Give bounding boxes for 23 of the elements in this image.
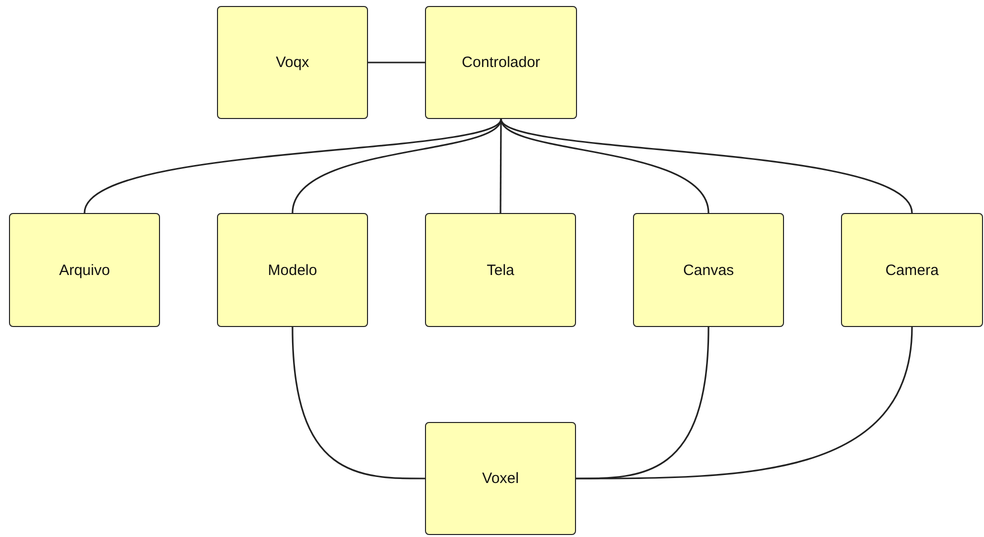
connector-line bbox=[500, 118, 710, 214]
class-box bbox=[425, 422, 576, 535]
class-box bbox=[217, 6, 368, 119]
connector-line bbox=[292, 118, 502, 214]
connector-line bbox=[84, 118, 502, 214]
class-box bbox=[217, 213, 368, 327]
connector-line bbox=[292, 326, 425, 480]
box-label: Camera bbox=[885, 262, 939, 278]
class-box bbox=[9, 213, 160, 327]
box-label: Tela bbox=[486, 262, 514, 278]
box-label: Voqx bbox=[276, 54, 310, 71]
box-label: Modelo bbox=[268, 262, 318, 278]
box-label: Voxel bbox=[482, 470, 519, 487]
class-box bbox=[633, 213, 784, 327]
connector-line bbox=[500, 118, 913, 214]
class-box bbox=[425, 213, 576, 327]
class-box bbox=[425, 6, 577, 119]
class-box bbox=[841, 213, 983, 327]
box-label: Canvas bbox=[683, 262, 734, 278]
connector-line bbox=[368, 62, 425, 64]
connector-line bbox=[576, 326, 913, 480]
box-label: Arquivo bbox=[59, 262, 110, 278]
box-label: Controlador bbox=[462, 54, 540, 71]
